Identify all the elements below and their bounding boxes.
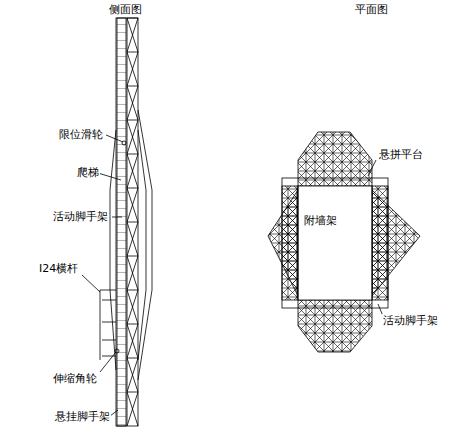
part-label: I24横杆	[38, 262, 79, 275]
part-label: 限位滑轮	[58, 128, 104, 141]
view-title: 侧面图	[108, 3, 143, 16]
part-label: 爬梯	[76, 166, 100, 179]
part-label: 悬挂脚手架	[54, 410, 111, 423]
part-label: 活动脚手架	[52, 210, 109, 223]
part-label: 活动脚手架	[382, 314, 439, 327]
part-label: 伸缩角轮	[52, 372, 98, 385]
part-label: 悬拼平台	[378, 148, 424, 161]
part-label: 附墙架	[303, 214, 338, 227]
view-title: 平面图	[354, 3, 389, 16]
